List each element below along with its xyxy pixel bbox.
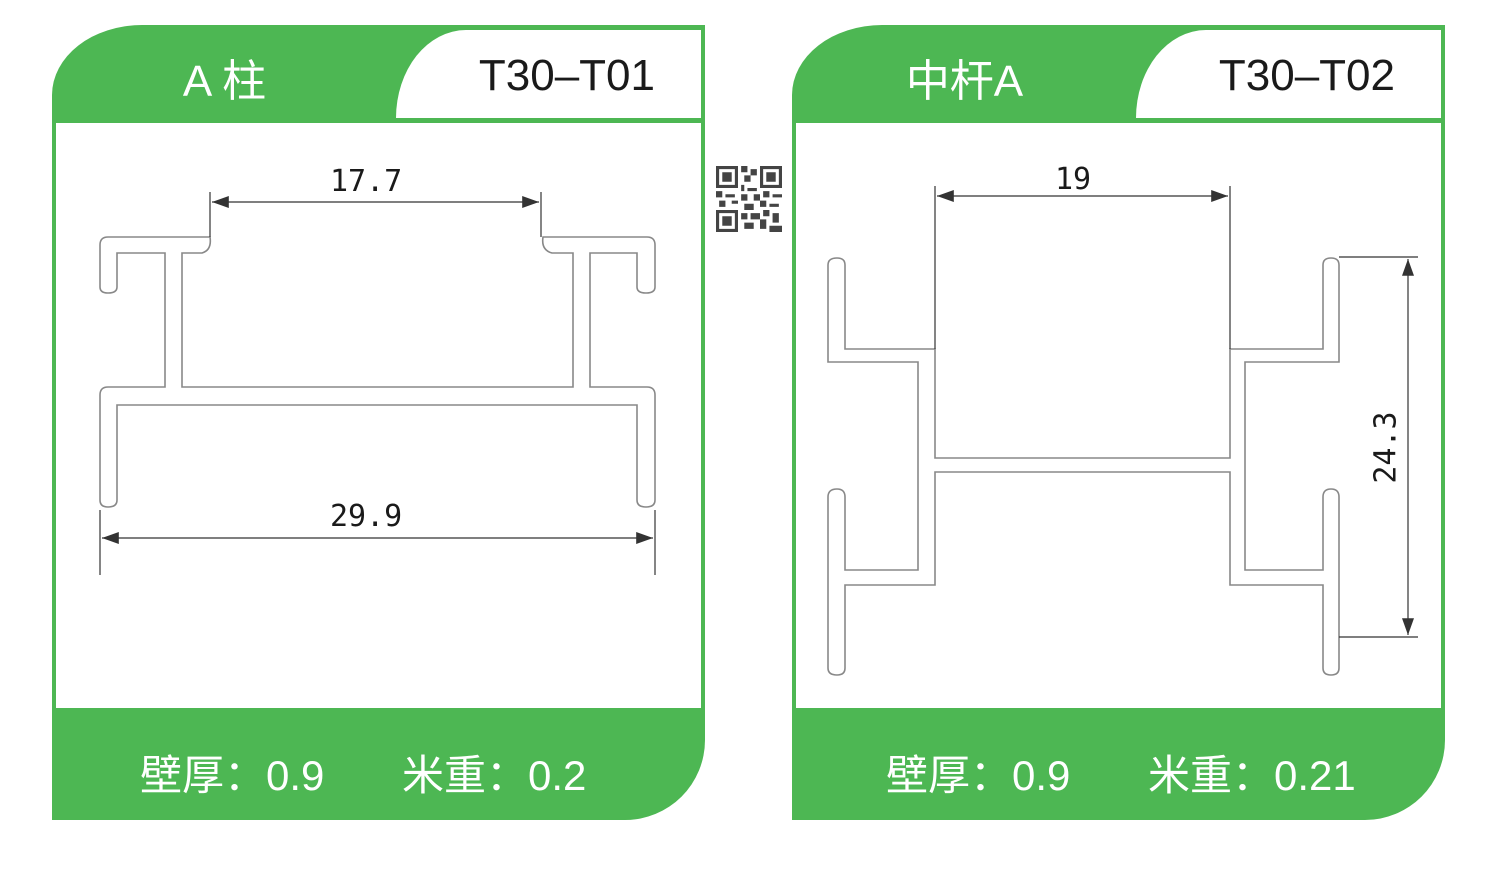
card-footer: 壁厚：0.9 米重：0.2 [52,708,705,820]
weight-value: 0.2 [528,752,587,799]
dimension-height: 24.3 [1368,411,1404,484]
product-name: A 柱 [182,57,267,106]
dimension-top-width: 19 [1055,162,1092,197]
card-footer: 壁厚：0.9 米重：0.21 [792,708,1445,820]
profile-middle-bar-outline [827,257,1340,676]
code-tab [1136,30,1441,118]
weight-label: 米重 [1148,752,1233,799]
wall-label: 壁厚 [886,752,971,799]
dimension-lines-a [99,192,656,575]
drawing-area [52,123,705,710]
code-tab [396,30,701,118]
product-code: T30–T02 [1218,51,1395,100]
profile-card-a-pillar: A 柱 T30–T01 壁厚：0.9 米重：0.2 [52,25,705,820]
dimension-lines-b [934,186,1418,638]
wall-value: 0.9 [1012,752,1071,799]
profile-a-pillar-outline [99,236,656,508]
wall-label: 壁厚 [140,752,225,799]
qr-code-icon [716,166,782,232]
profile-card-middle-bar: 中杆A T30–T02 壁厚：0.9 米重：0.21 [792,25,1445,820]
drawing-area [792,123,1445,710]
dimension-total-width: 29.9 [330,499,403,534]
product-code: T30–T01 [478,51,655,100]
weight-label: 米重 [402,752,487,799]
wall-value: 0.9 [266,752,325,799]
dimension-top-width: 17.7 [330,164,403,199]
weight-value: 0.21 [1274,752,1356,799]
product-name: 中杆A [905,57,1024,106]
